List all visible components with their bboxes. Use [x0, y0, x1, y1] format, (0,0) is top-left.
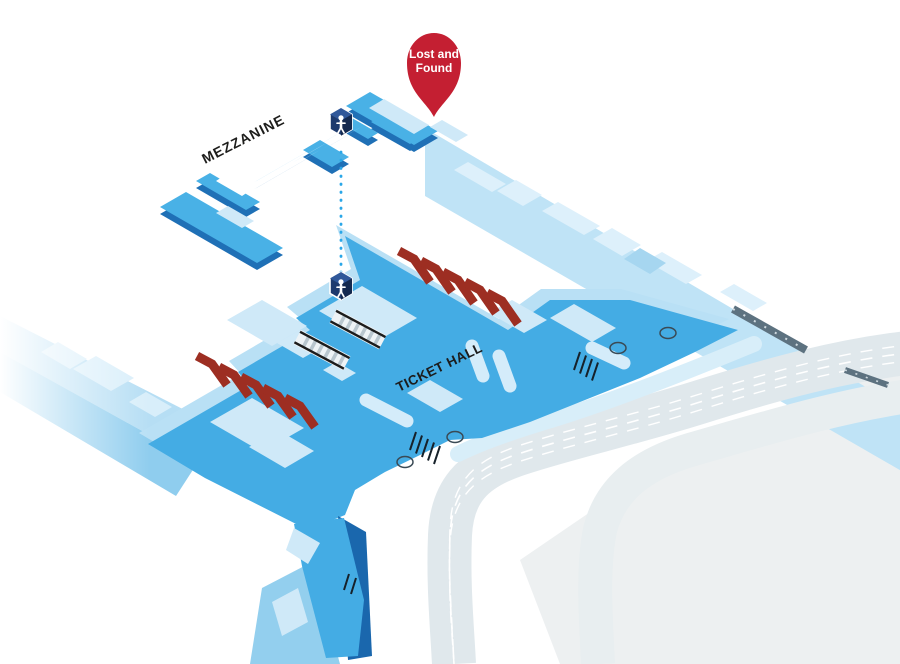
building-footprint [520, 364, 900, 664]
pin-label-line1: Lost and [409, 47, 459, 61]
mezzanine-holes [216, 126, 363, 196]
gateline-pills [359, 339, 631, 428]
left-fade [0, 300, 150, 510]
stairs-red-upper [396, 247, 522, 327]
lift-icon-ticket-hall [328, 270, 354, 302]
columns [396, 326, 677, 469]
lost-and-found-pin[interactable]: Lost and Found [407, 33, 461, 117]
road-railing [731, 305, 889, 388]
lift-icon-mezzanine [328, 106, 354, 138]
mezzanine-label: MEZZANINE [199, 111, 287, 166]
roadside-walkway [450, 336, 762, 462]
mezzanine-pale-patches [216, 99, 468, 228]
pin-label-line2: Found [416, 61, 453, 75]
stairs-icon [343, 351, 599, 595]
location-pin-icon[interactable] [407, 33, 461, 117]
mezzanine-level [160, 92, 468, 270]
road [427, 331, 900, 664]
escalator-icon [293, 309, 387, 371]
bottom-corridor [286, 516, 372, 660]
stairs-red-lower [194, 352, 319, 430]
